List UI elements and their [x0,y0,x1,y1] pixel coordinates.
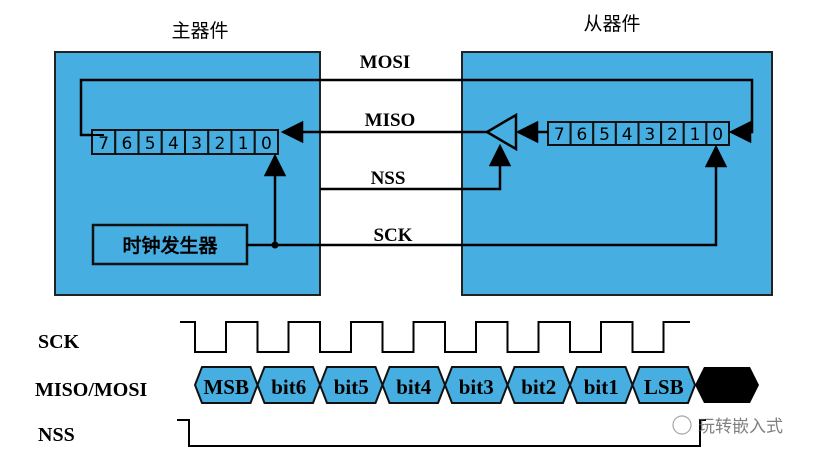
data-bit-label: MSB [203,375,249,399]
master-bit-bit-label: 2 [214,134,225,154]
master-bit-bit-label: 1 [238,134,249,154]
timing-nss-label: NSS [38,424,75,446]
slave-bit-bit-label: 2 [667,125,678,145]
data-bit-label: bit1 [584,375,619,399]
sck-label: SCK [373,225,412,246]
junction-dot [271,241,279,249]
clock-generator-label: 时钟发生器 [122,234,218,257]
slave-title: 从器件 [583,13,640,35]
mosi-label: MOSI [360,52,411,73]
data-bit-label: bit3 [459,375,494,399]
timing-sck-label: SCK [38,331,80,353]
watermark-text: 玩转嵌入式 [698,417,783,437]
nss-line [320,143,512,191]
data-bits: MSB bit6 bit5 bit4 bit3 bit2 bit1 LSB [193,366,697,404]
slave-bit-bit-label: 5 [599,125,610,145]
data-bit-label: bit4 [396,375,432,399]
nss-label: NSS [371,168,406,189]
output-buffer-icon [484,112,518,152]
slave-bit-bit-label: 1 [690,125,701,145]
slave-bit-bit-label: 3 [644,125,655,145]
sck-waveform [180,321,690,353]
slave-device-box [461,51,773,296]
master-bit-bit-label: 4 [168,134,179,154]
data-bit-label: bit2 [521,375,556,399]
master-bit-bit-label: 7 [98,134,109,154]
miso-label: MISO [365,110,416,131]
wechat-icon [672,415,692,435]
data-bit-label: bit5 [334,375,369,399]
data-bit-label: LSB [644,375,684,399]
master-bit-bit-label: 5 [145,134,156,154]
master-bit-bit-label: 3 [191,134,202,154]
timing-data-label: MISO/MOSI [35,379,147,401]
master-title: 主器件 [171,20,228,42]
data-idle-segment [695,367,759,403]
sck-line [247,144,728,247]
slave-bit-bit-label: 7 [554,125,565,145]
watermark: 玩转嵌入式 [672,415,783,437]
slave-bit-bit-label: 6 [577,125,588,145]
master-bit-bit-label: 6 [121,134,132,154]
nss-waveform [177,419,706,447]
clock-generator-box [91,223,249,266]
data-bit-label: bit6 [271,375,306,399]
slave-bit-bit-label: 0 [712,125,723,145]
master-bit-bit-label: 0 [261,134,272,154]
slave-bit-bit-label: 4 [622,125,633,145]
